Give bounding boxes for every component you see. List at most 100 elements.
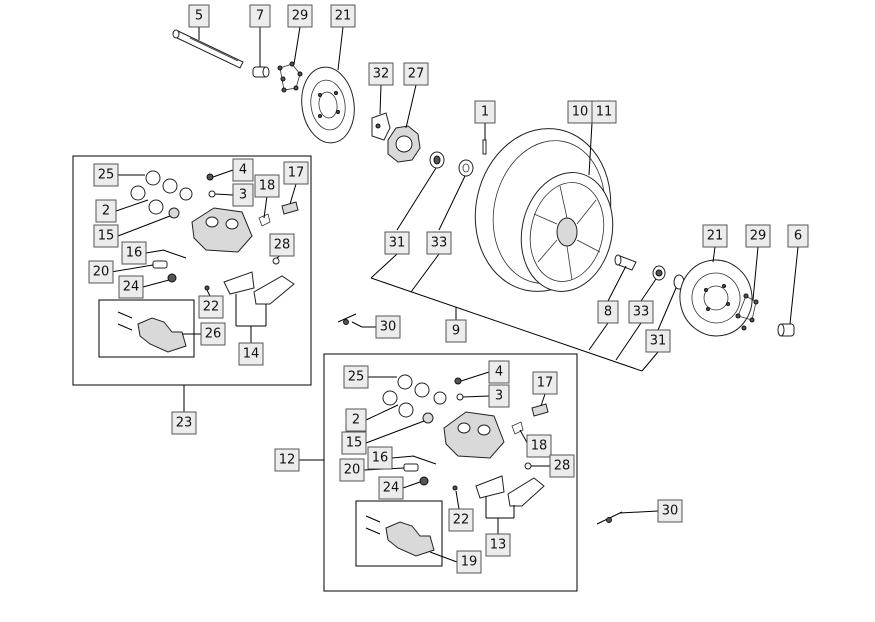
svg-text:18: 18 bbox=[531, 439, 548, 454]
callout-29-top: 29 bbox=[287, 4, 313, 28]
callout-7: 7 bbox=[249, 4, 271, 28]
valve-pin-part bbox=[482, 139, 487, 155]
svg-text:5: 5 bbox=[195, 9, 203, 24]
callout-10: 10 bbox=[567, 100, 593, 124]
callout-33-left: 33 bbox=[426, 231, 452, 255]
svg-text:27: 27 bbox=[408, 67, 425, 82]
svg-text:22: 22 bbox=[203, 300, 220, 315]
svg-text:4: 4 bbox=[239, 163, 247, 178]
svg-text:3: 3 bbox=[239, 188, 247, 203]
callout-18-left: 18 bbox=[254, 174, 280, 198]
bracket-subkit-left-frame bbox=[98, 299, 195, 358]
callout-18-right: 18 bbox=[526, 434, 552, 458]
callout-29-right: 29 bbox=[745, 224, 771, 248]
callout-21-right: 21 bbox=[702, 224, 728, 248]
svg-text:2: 2 bbox=[352, 413, 360, 428]
svg-text:30: 30 bbox=[662, 504, 679, 519]
collar-part bbox=[777, 323, 795, 337]
callout-28-left: 28 bbox=[269, 233, 295, 257]
svg-text:18: 18 bbox=[259, 179, 276, 194]
axle-part bbox=[172, 29, 244, 69]
callout-9: 9 bbox=[445, 319, 467, 343]
svg-text:10: 10 bbox=[572, 105, 589, 120]
svg-text:9: 9 bbox=[452, 324, 460, 339]
callout-4-left: 4 bbox=[232, 158, 254, 182]
svg-text:33: 33 bbox=[431, 236, 448, 251]
callout-5: 5 bbox=[188, 4, 210, 28]
callout-14: 14 bbox=[238, 342, 264, 366]
svg-text:2: 2 bbox=[102, 204, 110, 219]
callout-6: 6 bbox=[787, 224, 809, 248]
callout-30-left: 30 bbox=[375, 315, 401, 339]
svg-text:8: 8 bbox=[604, 305, 612, 320]
svg-text:20: 20 bbox=[344, 463, 361, 478]
seal-left bbox=[458, 159, 474, 177]
svg-text:31: 31 bbox=[389, 236, 406, 251]
svg-text:1: 1 bbox=[481, 105, 489, 120]
svg-text:30: 30 bbox=[380, 320, 397, 335]
callout-27: 27 bbox=[403, 62, 429, 86]
svg-text:31: 31 bbox=[650, 334, 667, 349]
svg-text:23: 23 bbox=[176, 416, 193, 431]
screw-30-right bbox=[596, 511, 623, 525]
svg-text:19: 19 bbox=[461, 555, 478, 570]
callout-19: 19 bbox=[456, 550, 482, 574]
bracket-subkit-right-frame bbox=[355, 500, 443, 567]
callout-20-left: 20 bbox=[88, 260, 114, 284]
callout-20-right: 20 bbox=[339, 458, 365, 482]
sensor-bracket-part bbox=[371, 112, 391, 141]
bolt-set-top bbox=[277, 61, 303, 93]
callout-8: 8 bbox=[597, 300, 619, 324]
svg-text:12: 12 bbox=[279, 453, 296, 468]
svg-text:32: 32 bbox=[373, 67, 390, 82]
svg-text:28: 28 bbox=[554, 459, 571, 474]
callout-16-left: 16 bbox=[121, 241, 147, 265]
callout-15-right: 15 bbox=[341, 431, 367, 455]
svg-text:33: 33 bbox=[633, 305, 650, 320]
callout-33-right: 33 bbox=[628, 300, 654, 324]
svg-text:13: 13 bbox=[490, 538, 507, 553]
callout-25-left: 25 bbox=[93, 163, 119, 187]
spacer-tube-part bbox=[614, 254, 637, 271]
svg-text:26: 26 bbox=[205, 327, 222, 342]
svg-text:6: 6 bbox=[794, 229, 802, 244]
bearing-left bbox=[429, 151, 445, 169]
callout-13: 13 bbox=[485, 533, 511, 557]
callout-1: 1 bbox=[474, 100, 496, 124]
svg-text:22: 22 bbox=[453, 513, 470, 528]
svg-text:24: 24 bbox=[383, 481, 400, 496]
bolt-set-right bbox=[735, 293, 759, 331]
callout-16-right: 16 bbox=[367, 446, 393, 470]
svg-text:17: 17 bbox=[288, 166, 305, 181]
svg-text:28: 28 bbox=[274, 238, 291, 253]
svg-text:29: 29 bbox=[750, 229, 767, 244]
callout-21-top: 21 bbox=[330, 4, 356, 28]
callout-15-left: 15 bbox=[93, 224, 119, 248]
screw-30-left bbox=[337, 313, 357, 325]
caliper-set-left-parts bbox=[117, 170, 299, 353]
brake-disc-top bbox=[301, 66, 355, 144]
svg-text:25: 25 bbox=[98, 168, 115, 183]
callout-22-left: 22 bbox=[198, 295, 224, 319]
seal-right bbox=[652, 265, 666, 281]
callout-4-right: 4 bbox=[488, 360, 510, 384]
svg-text:21: 21 bbox=[335, 9, 352, 24]
callout-23: 23 bbox=[171, 411, 197, 435]
callout-11: 11 bbox=[591, 100, 617, 124]
spacer-part bbox=[252, 66, 270, 78]
callout-32: 32 bbox=[368, 62, 394, 86]
wheel-tire-part bbox=[474, 128, 614, 292]
svg-text:25: 25 bbox=[348, 370, 365, 385]
caliper-kit-right-frame bbox=[323, 353, 578, 592]
svg-text:11: 11 bbox=[596, 105, 613, 120]
callout-30-right: 30 bbox=[657, 499, 683, 523]
callout-3-left: 3 bbox=[232, 183, 254, 207]
svg-text:20: 20 bbox=[93, 265, 110, 280]
callout-25-right: 25 bbox=[343, 365, 369, 389]
svg-text:17: 17 bbox=[537, 376, 554, 391]
callout-17-left: 17 bbox=[283, 161, 309, 185]
callout-24-left: 24 bbox=[118, 275, 144, 299]
callout-24-right: 24 bbox=[378, 476, 404, 500]
svg-text:16: 16 bbox=[372, 451, 389, 466]
